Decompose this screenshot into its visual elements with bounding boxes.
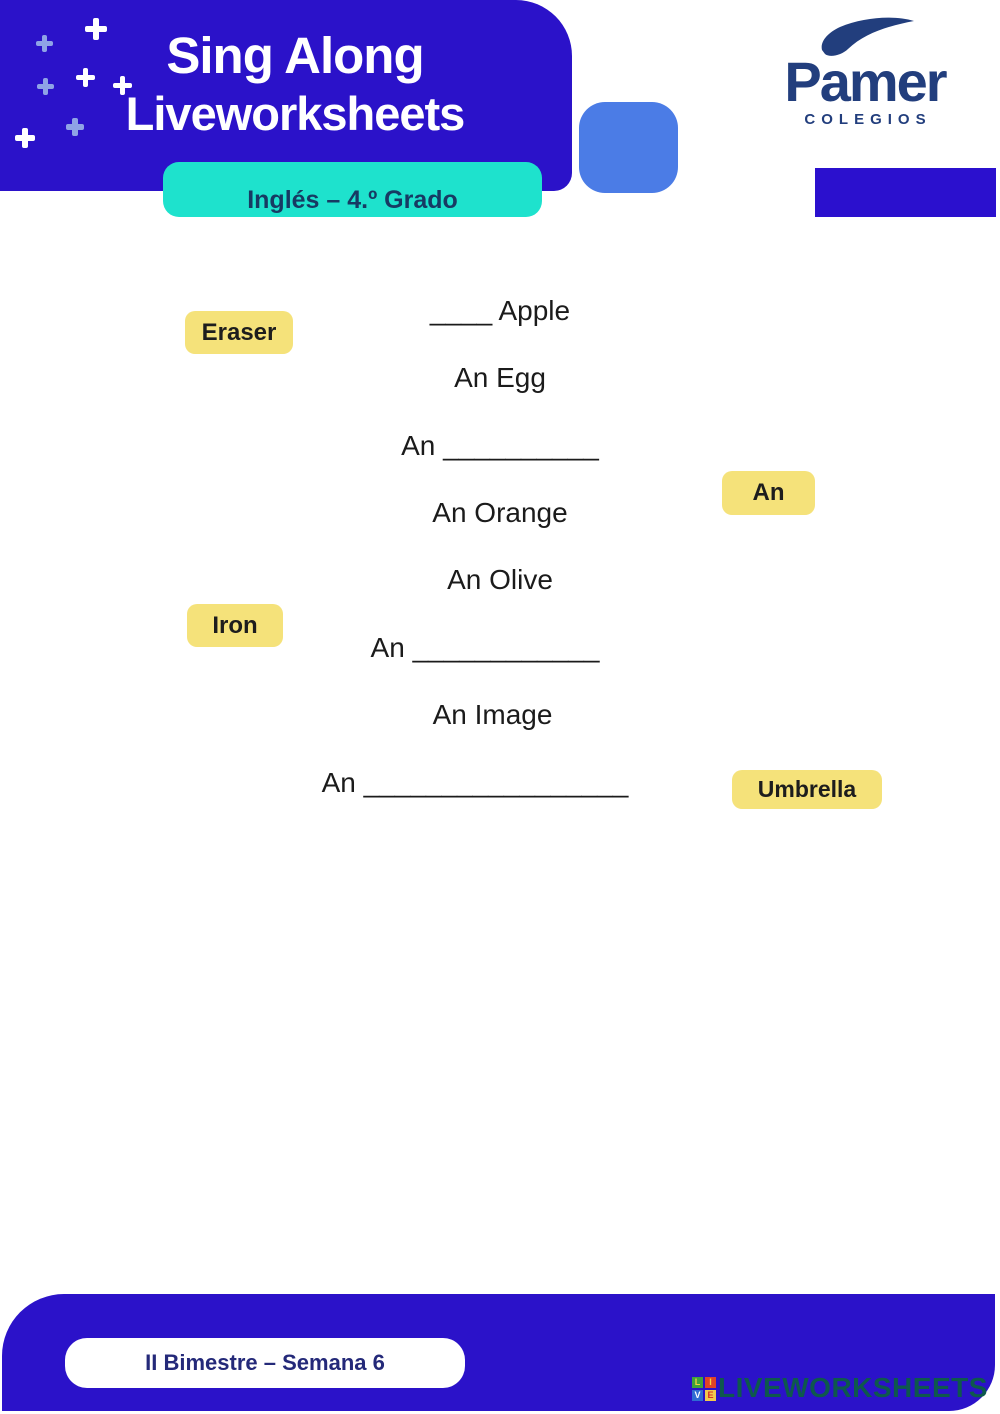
blank-line-apple[interactable]: ____ Apple (429, 295, 571, 326)
answer-chip-an[interactable]: An (722, 471, 815, 515)
footer-badge-label: II Bimestre – Semana 6 (145, 1350, 385, 1375)
subject-banner-label: Inglés – 4.º Grado (247, 186, 458, 214)
plus-icon (113, 76, 132, 95)
page-title-line1: Sing Along (166, 27, 424, 84)
liveworksheets-logo-letter: E (705, 1390, 716, 1401)
answer-chip-label: Eraser (201, 318, 277, 346)
text-line-an-image: An Image (432, 699, 553, 730)
footer-banner: II Bimestre – Semana 6 L I V E LIVEWORKS… (2, 1294, 995, 1411)
subject-banner: Inglés – 4.º Grado (163, 162, 542, 217)
accent-square-decoration (579, 102, 678, 193)
plus-icon (37, 78, 54, 95)
plus-icon (36, 35, 53, 52)
blank-line-3[interactable]: An _________________ (321, 767, 629, 798)
liveworksheets-logo-letter: L (692, 1377, 703, 1388)
text-line-an-egg: An Egg (454, 362, 546, 393)
answer-chip-label: Iron (212, 611, 258, 639)
plus-icon (85, 18, 107, 40)
pamer-swoosh-icon (821, 17, 914, 56)
liveworksheets-watermark: LIVEWORKSHEETS (718, 1372, 988, 1403)
answer-chip-label: An (752, 479, 785, 506)
blank-line-1[interactable]: An __________ (401, 430, 599, 461)
answer-chip-eraser[interactable]: Eraser (185, 311, 293, 354)
answer-chip-umbrella[interactable]: Umbrella (732, 770, 882, 809)
pamer-logo-name: Pamer (784, 50, 947, 113)
liveworksheets-logo-letter: V (692, 1390, 703, 1401)
liveworksheets-logo-icon: L I V E (692, 1377, 716, 1401)
page-title-line2: Liveworksheets (125, 87, 466, 140)
plus-icon (66, 118, 84, 136)
pamer-logo-tagline: COLEGIOS (804, 111, 932, 128)
plus-icon (15, 128, 35, 148)
pamer-logo: Pamer COLEGIOS (765, 12, 965, 132)
text-line-an-orange: An Orange (432, 497, 568, 528)
liveworksheets-logo-letter: I (705, 1377, 716, 1388)
page-title: Sing Along Liveworksheets (85, 26, 505, 141)
plus-icon (76, 68, 95, 87)
answer-chip-label: Umbrella (757, 776, 857, 802)
blank-line-2[interactable]: An ____________ (370, 632, 600, 663)
accent-bar-decoration (815, 168, 996, 217)
answer-chip-iron[interactable]: Iron (187, 604, 283, 647)
header-banner: Sing Along Liveworksheets (0, 0, 572, 191)
footer-badge: II Bimestre – Semana 6 (65, 1338, 465, 1388)
text-line-an-olive: An Olive (447, 564, 553, 595)
